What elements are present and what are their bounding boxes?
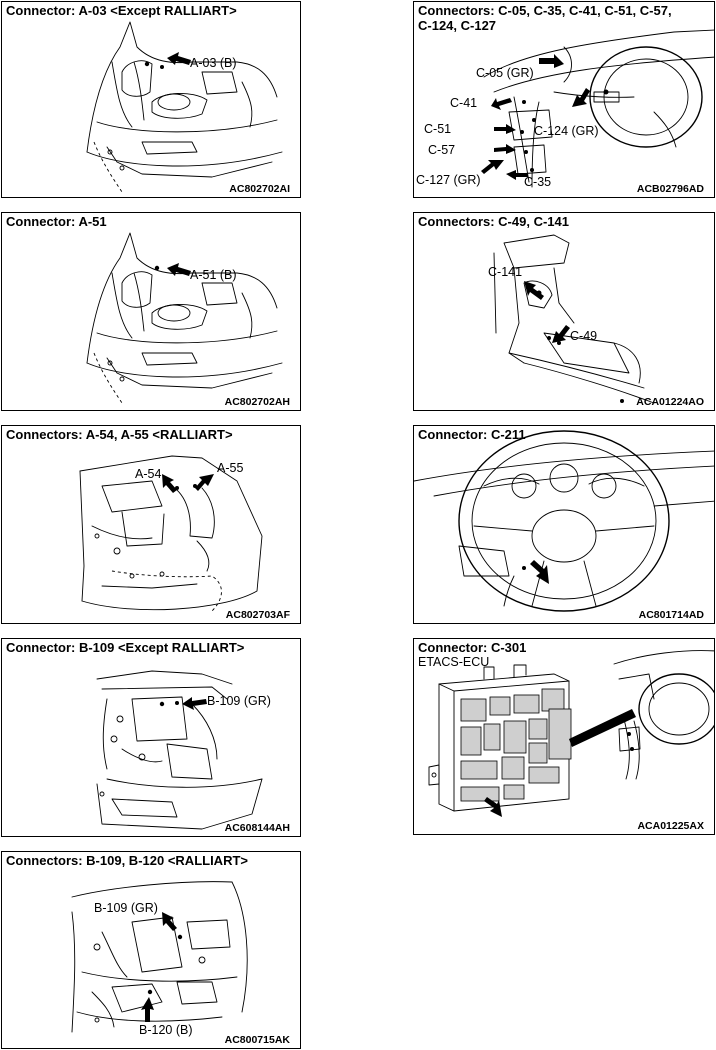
figure-code: AC802703AF — [225, 609, 290, 621]
panel-title: Connector: B-109 <Except RALLIART> — [6, 640, 245, 655]
engine-bay-illustration — [79, 455, 263, 612]
instrument-panel-illustration — [481, 29, 714, 188]
panel-connectors-c49-c141: Connectors: C-49, C-141 C-141 C-49 ACA01… — [413, 212, 715, 411]
panel-connector-c211: Connector: C-211 AC801714AD — [413, 425, 715, 624]
panel-title: Connectors: A-54, A-55 <RALLIART> — [6, 427, 233, 442]
panel-connector-b109: Connector: B-109 <Except RALLIART> B-109… — [1, 638, 301, 837]
callout-c05: C-05 (GR) — [476, 66, 534, 80]
callout-c57: C-57 — [428, 143, 456, 157]
figure-code: ACA01225AX — [637, 820, 704, 832]
panel-connectors-c05-group: Connectors: C-05, C-35, C-41, C-51, C-57… — [413, 1, 715, 198]
panel-title: Connector: C-211 — [418, 427, 526, 442]
panel-connectors-b109-b120: Connectors: B-109, B-120 <RALLIART> B-10… — [1, 851, 301, 1049]
figure-code: AC802702AI — [229, 183, 290, 195]
engine-bay-illustration — [71, 881, 248, 1033]
callout-a51: A-51 (B) — [190, 268, 237, 282]
panel-connector-a51: Connector: A-51 A-51 (B) AC802702AH — [1, 212, 301, 411]
figure-code: ACB02796AD — [636, 183, 704, 195]
panel-connectors-a54-a55: Connectors: A-54, A-55 <RALLIART> A-54 A… — [1, 425, 301, 624]
figure-code: AC800715AK — [224, 1034, 290, 1046]
engine-bay-illustration — [86, 21, 283, 193]
panel-title: Connector: C-301 — [418, 640, 527, 655]
callout-a03: A-03 (B) — [190, 56, 237, 70]
callout-b109: B-109 (GR) — [94, 901, 158, 915]
engine-bay-illustration — [86, 232, 283, 404]
callout-a55: A-55 — [217, 461, 244, 475]
callout-c49: C-49 — [570, 329, 598, 343]
callout-a54: A-54 — [135, 467, 162, 481]
callout-c35: C-35 — [524, 175, 552, 189]
callout-c41: C-41 — [450, 96, 478, 110]
figure-code: ACA01224AO — [636, 396, 704, 408]
panel-connector-c301: Connector: C-301 ETACS-ECU ACA01225AX — [413, 638, 715, 835]
etacs-ecu-illustration — [428, 650, 714, 817]
panel-connector-a03: Connector: A-03 <Except RALLIART> A-03 (… — [1, 1, 301, 198]
console-illustration — [493, 234, 655, 404]
engine-bay-illustration — [96, 670, 263, 830]
panel-title: Connectors: B-109, B-120 <RALLIART> — [6, 853, 248, 868]
callout-c51: C-51 — [424, 122, 452, 136]
ecu-label: ETACS-ECU — [418, 655, 490, 669]
panel-title: Connectors: C-05, C-35, C-41, C-51, C-57… — [418, 3, 672, 33]
figure-code: AC608144AH — [224, 822, 290, 834]
callout-b109: B-109 (GR) — [207, 694, 271, 708]
panel-title: Connector: A-03 <Except RALLIART> — [6, 3, 237, 18]
callout-c141: C-141 — [488, 265, 523, 279]
figure-code: AC802702AH — [224, 396, 290, 408]
figure-code: AC801714AD — [638, 609, 704, 621]
callout-c127: C-127 (GR) — [416, 173, 481, 187]
panel-title: Connectors: C-49, C-141 — [418, 214, 569, 229]
panel-title: Connector: A-51 — [6, 214, 107, 229]
callout-b120: B-120 (B) — [139, 1023, 193, 1037]
callout-c124: C-124 (GR) — [534, 124, 599, 138]
steering-wheel-illustration — [414, 430, 714, 612]
